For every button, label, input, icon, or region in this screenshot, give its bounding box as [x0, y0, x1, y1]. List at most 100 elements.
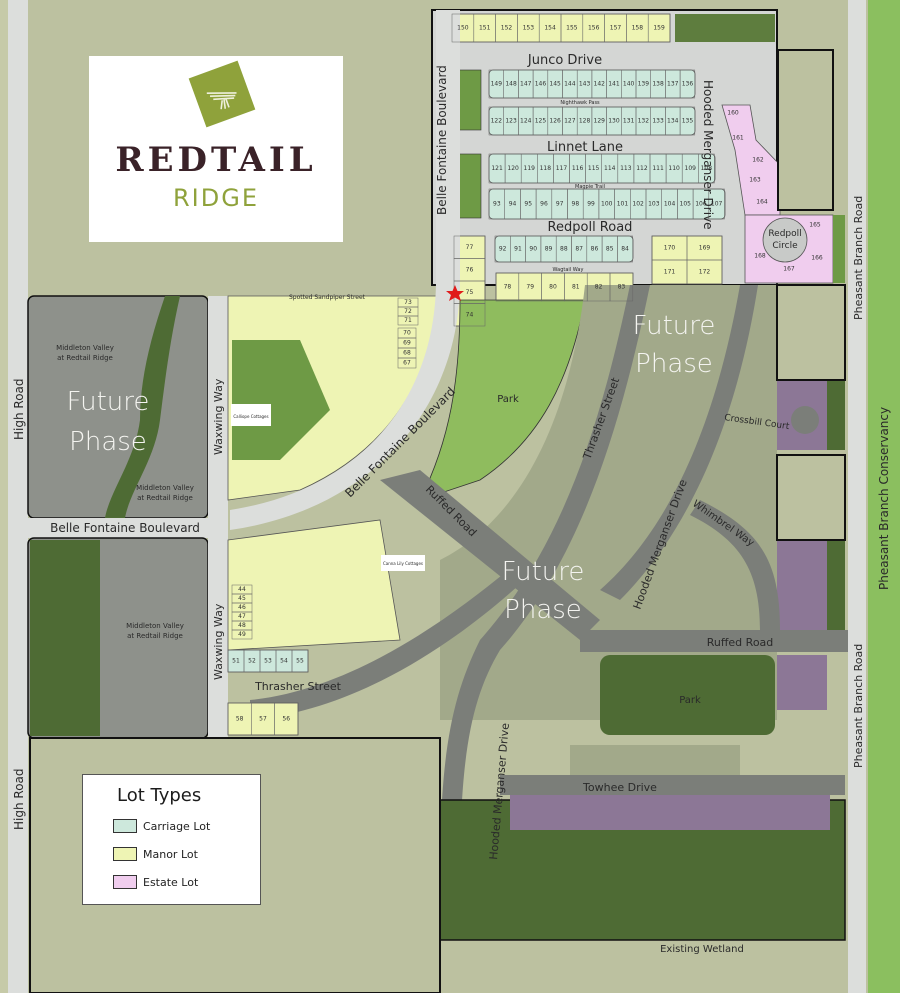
lot-number: 149: [491, 81, 503, 88]
label-pheasant-branch-road-bottom: Pheasant Branch Road: [852, 644, 865, 768]
label-pheasant-branch-road-top: Pheasant Branch Road: [852, 196, 865, 320]
pheasant-branch-conservancy: [868, 0, 900, 993]
lot-number: 167: [783, 266, 795, 273]
lot-number: 161: [732, 135, 744, 142]
estate-swatch: [113, 875, 137, 889]
lot-number: 124: [520, 118, 532, 125]
calliope-cottages-badge: Calliope Cottages: [233, 414, 268, 419]
lot-number: 90: [529, 246, 537, 253]
lot-number: 99: [587, 201, 595, 208]
lot-number: 119: [524, 165, 536, 172]
lot-number: 147: [520, 81, 532, 88]
lot-number: 168: [754, 253, 766, 260]
lot-number: 84: [621, 246, 629, 253]
legend-label-carriage: Carriage Lot: [143, 819, 211, 833]
lot-number: 108: [701, 165, 713, 172]
middleton-3-line1: Middleton Valley: [126, 622, 184, 630]
location-star-icon: [446, 285, 464, 301]
lot-number: 115: [588, 165, 600, 172]
lot-number: 126: [549, 118, 561, 125]
lot-number: 153: [523, 25, 535, 32]
lot-number: 58: [236, 716, 244, 723]
lot-number: 97: [556, 201, 564, 208]
lot-number: 135: [682, 118, 694, 125]
lot-74: [453, 303, 486, 327]
lot-number: 160: [727, 110, 739, 117]
lot-number: 80: [549, 284, 557, 291]
middleton-2-line2: at Redtail Ridge: [137, 494, 193, 502]
legend-label-estate: Estate Lot: [143, 875, 199, 889]
lot-number: 103: [648, 201, 660, 208]
lot-number: 102: [632, 201, 644, 208]
lot-number: 132: [638, 118, 650, 125]
label-ruffed-road-east: Ruffed Road: [707, 636, 774, 649]
lot-number: 100: [601, 201, 613, 208]
lot-number: 141: [608, 81, 620, 88]
future-phase-ne-line2: Phase: [635, 349, 713, 379]
lot-number: 52: [248, 658, 256, 665]
lot-number: 49: [238, 631, 246, 638]
lot-number: 116: [572, 165, 584, 172]
lot-number: 85: [606, 246, 614, 253]
lot-159: [647, 13, 671, 43]
lot-number: 154: [544, 25, 556, 32]
logo-subtitle: RIDGE: [173, 184, 259, 212]
lot-number: 105: [680, 201, 692, 208]
canna-lily-cottages-badge: Canna Lily Cottages: [383, 561, 423, 566]
legend-item-manor: Manor Lot: [113, 847, 198, 861]
lot-number: 110: [668, 165, 680, 172]
lot-number: 121: [491, 165, 503, 172]
lot-number: 91: [514, 246, 522, 253]
middleton-1-line2: at Redtail Ridge: [57, 354, 113, 362]
lot-number: 155: [566, 25, 578, 32]
lot-number: 96: [540, 201, 548, 208]
future-phase-center-line2: Phase: [504, 595, 582, 625]
label-magpie-trail: Magpie Trail: [575, 184, 605, 190]
lot-number: 166: [811, 255, 823, 262]
future-phase-west-line2: Phase: [69, 427, 147, 457]
label-hooded-merganser-top: Hooded Merganser Drive: [701, 80, 715, 230]
lot-55: [291, 649, 309, 673]
lot-number: 162: [752, 157, 764, 164]
lot-number: 151: [479, 25, 491, 32]
lot-number: 93: [493, 201, 501, 208]
lot-number: 67: [403, 360, 411, 367]
lot-number: 69: [403, 340, 411, 347]
middleton-1-line1: Middleton Valley: [56, 344, 114, 352]
park-north: [419, 299, 586, 501]
lot-number: 125: [535, 118, 547, 125]
lot-number: 46: [238, 604, 246, 611]
lot-number: 56: [282, 716, 290, 723]
label-belle-fontaine-west: Belle Fontaine Boulevard: [50, 521, 200, 535]
lot-number: 48: [238, 622, 246, 629]
lot-number: 172: [699, 269, 711, 276]
lot-number: 170: [664, 245, 676, 252]
lot-number: 148: [505, 81, 517, 88]
legend-title: Lot Types: [117, 785, 202, 806]
lot-number: 57: [259, 716, 267, 723]
lot-number: 94: [509, 201, 517, 208]
lot-number: 134: [667, 118, 679, 125]
lot-number: 53: [264, 658, 272, 665]
legend-label-manor: Manor Lot: [143, 847, 198, 861]
lot-number: 114: [604, 165, 616, 172]
lot-number: 112: [636, 165, 648, 172]
lot-number: 74: [466, 311, 474, 318]
lot-number: 169: [699, 245, 711, 252]
carriage-swatch: [113, 819, 137, 833]
lot-number: 75: [466, 289, 474, 296]
manor-swatch: [113, 847, 137, 861]
lot-67: [397, 357, 417, 369]
lot-number: 77: [466, 244, 474, 251]
lot-number: 131: [623, 118, 635, 125]
lot-number: 72: [404, 308, 412, 315]
lot-number: 45: [238, 595, 246, 602]
label-junco-drive: Junco Drive: [527, 53, 602, 68]
lot-83: [609, 272, 634, 302]
label-pheasant-branch-conservancy: Pheasant Branch Conservancy: [877, 407, 891, 590]
lot-number: 144: [564, 81, 576, 88]
lot-number: 145: [549, 81, 561, 88]
lot-49: [231, 629, 253, 640]
lot-number: 92: [499, 246, 507, 253]
label-high-road-top: High Road: [12, 378, 26, 440]
